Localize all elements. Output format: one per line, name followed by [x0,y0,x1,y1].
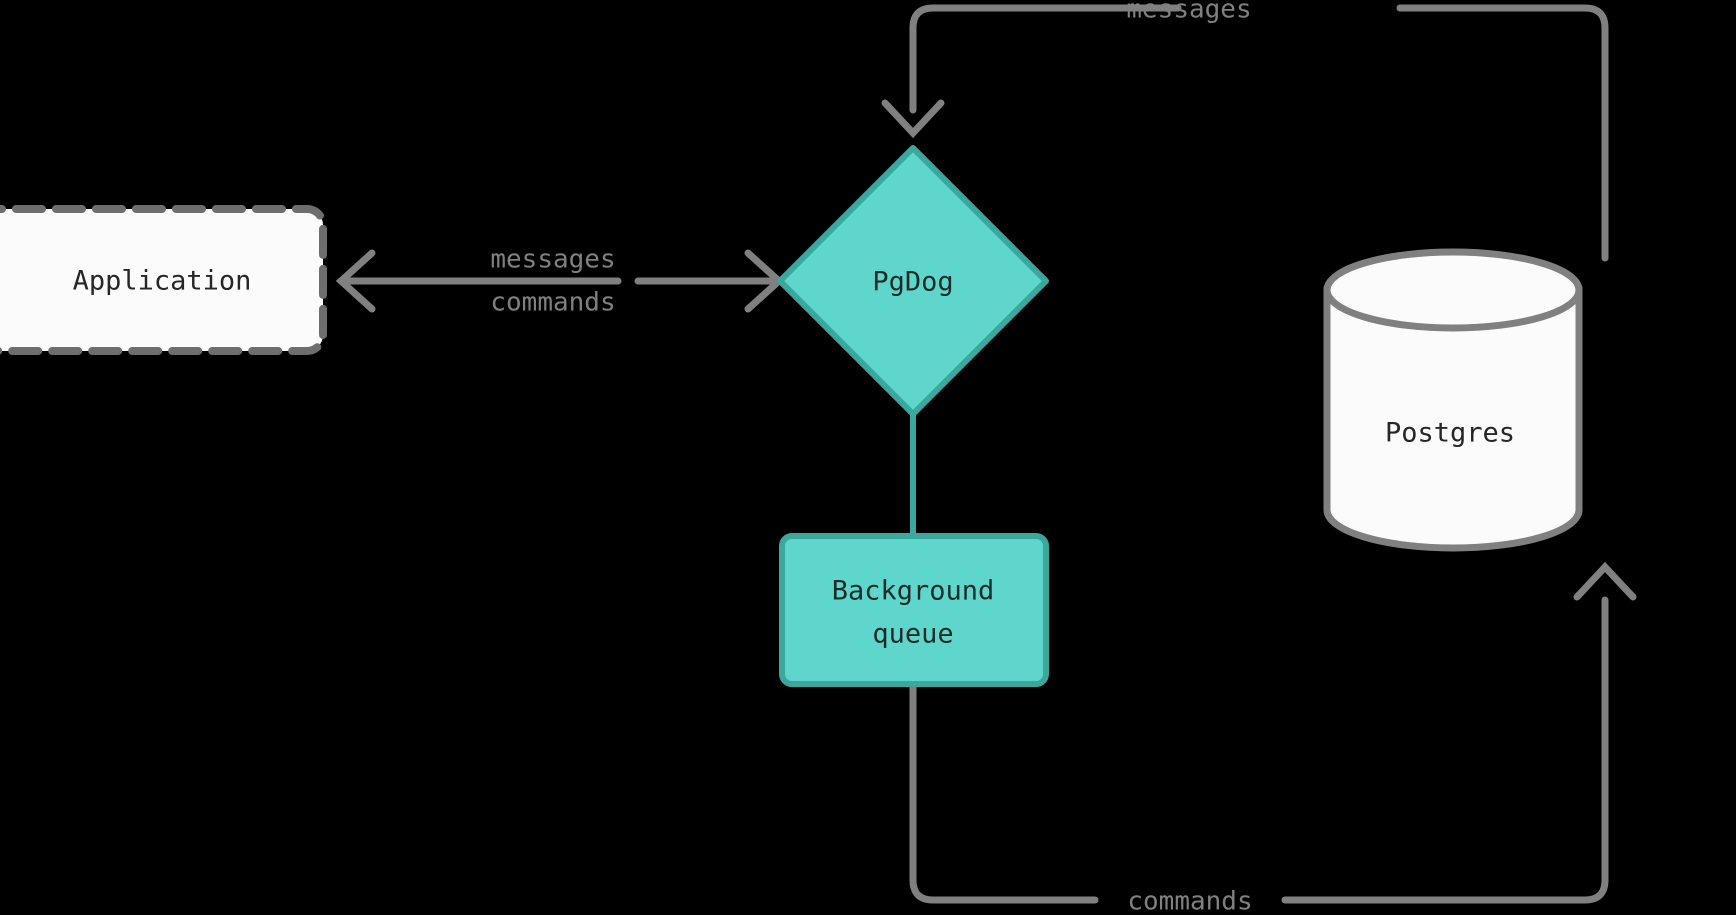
edge-label-commands-middle: commands [490,288,615,318]
edge-queue-to-postgres-right-segment [1281,596,1609,904]
edge-queue-to-postgres: commands [909,561,1637,915]
node-background-queue[interactable]: Background queue [779,533,1049,687]
node-application[interactable]: Application [0,205,327,355]
edge-pgdog-to-application [335,249,622,313]
application-box[interactable] [0,205,327,355]
application-label: Application [73,266,252,297]
pgdog-label: PgDog [872,267,953,298]
edge-pgdog-to-application-arrowhead [335,249,376,313]
edge-application-to-pgdog [634,249,785,313]
background-queue-label-line1: Background [832,576,995,607]
postgres-cylinder-body[interactable] [1323,286,1583,552]
background-queue-box[interactable] [779,533,1049,687]
edge-label-commands-bottom: commands [1127,887,1252,915]
edge-postgres-to-pgdog: messages [881,0,1609,262]
edge-label-messages-top: messages [1126,0,1251,25]
pgdog-diamond[interactable] [777,145,1049,417]
node-postgres[interactable]: Postgres [1323,248,1583,552]
edge-postgres-to-pgdog-left-segment [909,4,1182,114]
postgres-label: Postgres [1385,418,1515,449]
edge-postgres-to-pgdog-right-segment [1396,4,1609,262]
edge-label-messages-middle: messages [490,245,615,275]
node-pgdog[interactable]: PgDog [777,145,1049,417]
postgres-cylinder-top [1323,248,1583,332]
edge-postgres-to-pgdog-arrowhead [881,99,945,139]
edge-queue-to-postgres-left-segment [909,681,1099,904]
edge-queue-to-postgres-arrowhead [1573,561,1637,601]
background-queue-label-line2: queue [872,619,953,650]
